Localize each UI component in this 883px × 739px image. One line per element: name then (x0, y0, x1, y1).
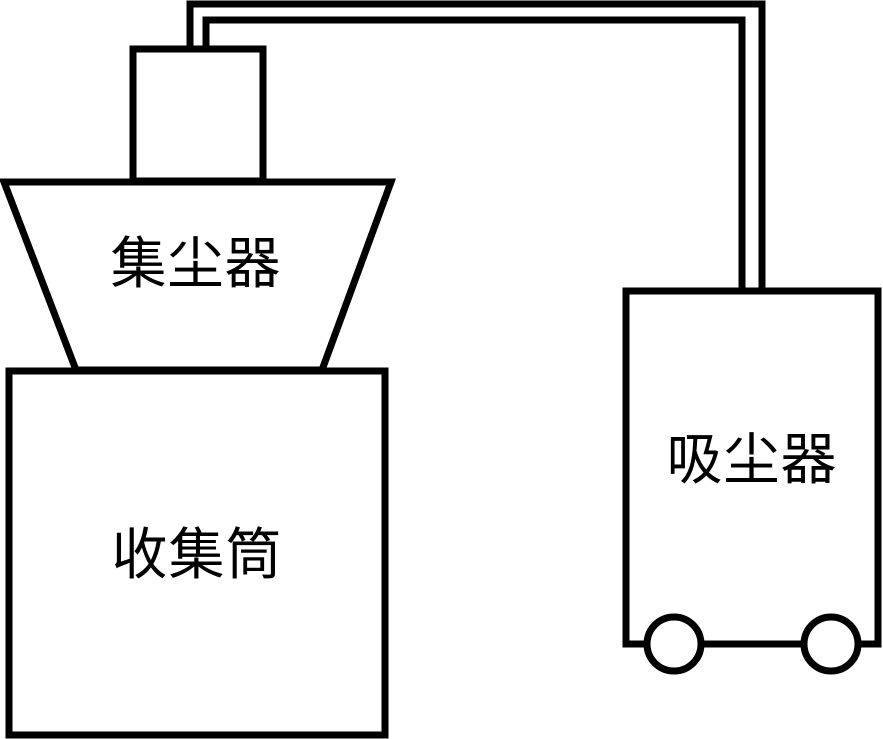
vacuum-body (622, 287, 882, 648)
vacuum-wheel-left (643, 613, 705, 675)
hose-outer-line (186, 0, 766, 290)
collection-drum-box (5, 367, 389, 739)
collection-drum-label: 收集筒 (111, 523, 283, 588)
hose-inner-line (202, 16, 746, 290)
collector-inlet-box (129, 45, 267, 185)
dust-collector-label: 集尘器 (110, 232, 282, 297)
vacuum-wheel-right (800, 613, 862, 675)
vacuum-cleaner-label: 吸尘器 (666, 428, 838, 493)
